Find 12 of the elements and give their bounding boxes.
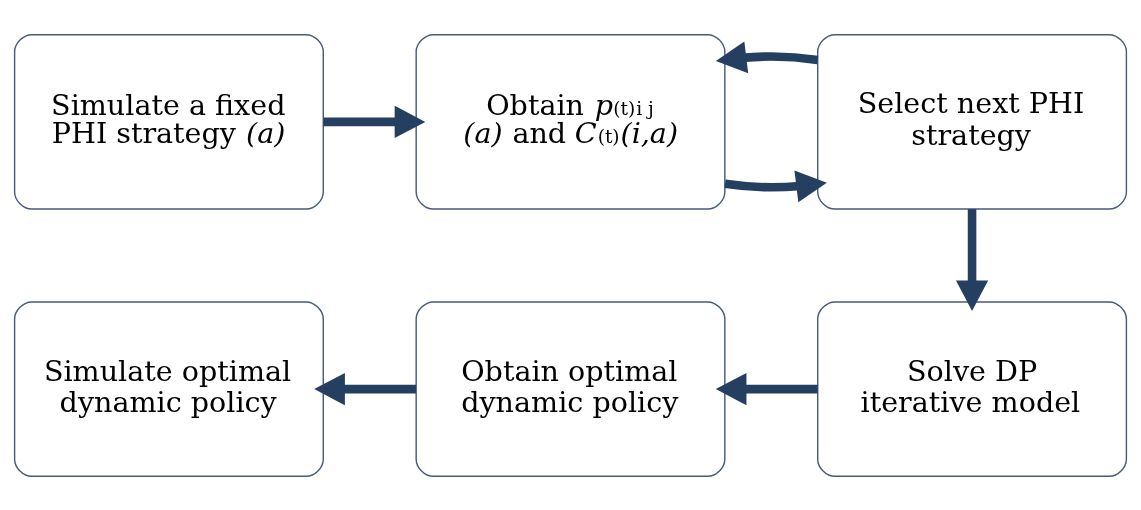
node-box: Solve DP iterative model xyxy=(817,300,1128,477)
arrow xyxy=(715,40,819,73)
node-box: Obtain p(t)i j (a) and C(t)(i,a) xyxy=(415,33,726,210)
arrow xyxy=(724,169,827,202)
arrow xyxy=(955,208,989,311)
node-box: Simulate optimal dynamic policy xyxy=(13,300,324,477)
node-box: Simulate a fixed PHI strategy (a) xyxy=(13,33,324,210)
arrow xyxy=(323,105,426,138)
node-box: Obtain optimal dynamic policy xyxy=(415,300,726,477)
arrow xyxy=(314,372,417,405)
node-box: Select next PHI strategy xyxy=(817,33,1128,210)
arrow xyxy=(715,372,818,405)
